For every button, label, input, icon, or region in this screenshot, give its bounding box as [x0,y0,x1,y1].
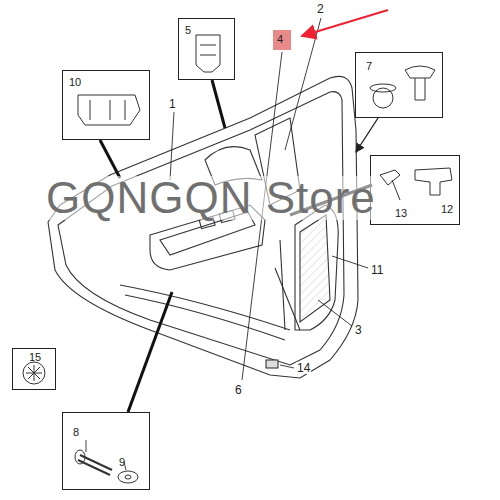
callout-number: 5 [185,25,191,36]
callout-number: 4 [277,34,283,45]
callout-number: 1 [168,98,177,110]
watermark: GQNGQN Store [45,176,377,220]
callout-number: 2 [316,3,325,15]
inset-box: 15 [12,348,56,390]
callout-number: 15 [29,352,41,363]
callout-number: 12 [441,204,453,215]
inset-box: 10 [62,70,150,140]
callout-number: 7 [366,61,372,72]
inset-box: 7 [355,52,443,118]
callout-number: 3 [354,324,363,336]
callout-number: 10 [69,77,81,88]
inset-box: 13 12 [370,155,460,225]
callout-number: 11 [370,264,384,276]
callout-number: 9 [119,457,125,468]
inset-box: 5 [178,18,235,80]
callout-number: 8 [73,427,79,438]
callout-number: 14 [296,362,311,374]
inset-box: 89 [62,412,150,490]
callout-number: 13 [395,208,407,219]
callout-number: 6 [234,384,243,396]
highlight-tag: 4 [273,30,291,50]
